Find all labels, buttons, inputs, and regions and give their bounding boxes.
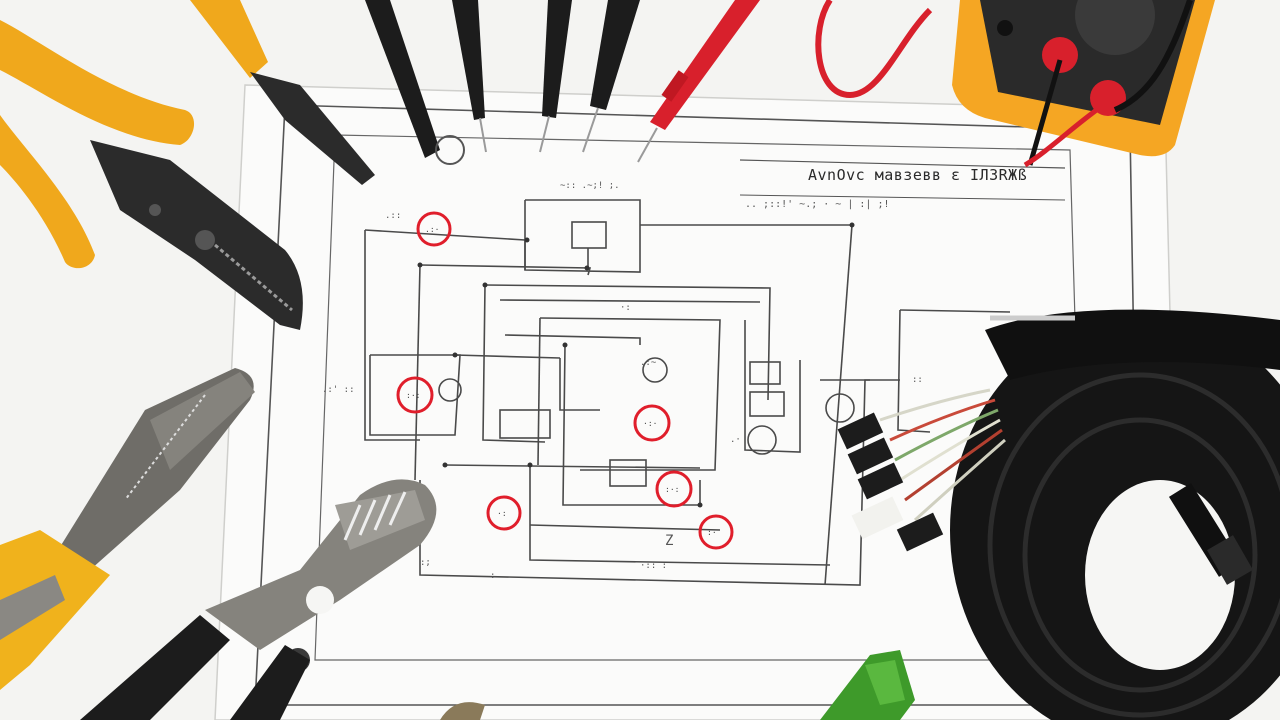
svg-text:·:·: ·:· — [643, 419, 657, 428]
highlight-marker-5 — [486, 495, 522, 531]
red-probe-icon — [637, 0, 933, 163]
crimping-tool-icon — [80, 479, 485, 720]
svg-text:.·: .· — [730, 435, 741, 445]
highlight-marker-2 — [396, 376, 434, 414]
highlight-marker-1 — [416, 211, 452, 247]
svg-text::·: :· — [707, 528, 717, 537]
circuit-wiring — [364, 199, 1011, 586]
black-probes-icon — [365, 0, 640, 165]
highlight-markers — [396, 211, 734, 550]
svg-text:·:: ·: — [497, 509, 507, 518]
cable-coil-icon — [950, 309, 1280, 720]
yellow-pliers-icon — [0, 0, 375, 330]
svg-text:.:' ::: .:' :: — [322, 385, 355, 395]
svg-text:Z: Z — [665, 533, 673, 549]
multimeter-icon — [952, 0, 1215, 168]
wire-stripper-icon — [0, 368, 255, 690]
svg-text::·:: :·: — [406, 391, 420, 400]
svg-text:.. ;::!' ~.; · ~ | :| ;!: .. ;::!' ~.; · ~ | :| ;! — [745, 199, 890, 210]
schematic-title: AvnOvc мавзевв ε ΙЛЗRЖß — [808, 166, 1027, 184]
highlight-marker-3 — [633, 404, 671, 442]
svg-text:.:·: .:· — [425, 225, 439, 234]
svg-text::;: :; — [420, 558, 431, 568]
green-connector-icon — [820, 650, 915, 720]
svg-text:.:~: .:~ — [640, 358, 657, 368]
svg-text:·:: ·: — [620, 303, 631, 313]
svg-text:.::: .:: — [385, 211, 401, 221]
svg-text:·:: :: ·:: : — [640, 561, 667, 571]
title-block: AvnOvc мавзевв ε ΙЛЗRЖß .. ;::!' ~.; · ~… — [385, 159, 1066, 221]
svg-text:::: :: — [912, 375, 923, 385]
svg-text::·:: :·: — [665, 485, 679, 494]
schematic-labels: .:' :: ·: .:~ :; ·:: : : .· :: Z — [322, 303, 923, 581]
schematic-sheet: AvnOvc мавзевв ε ΙЛЗRЖß .. ;::!' ~.; · ~… — [214, 84, 1181, 720]
svg-text:~:: .~;! ;.: ~:: .~;! ;. — [560, 181, 620, 191]
highlight-marker-4 — [655, 470, 693, 508]
circuit-nodes — [417, 222, 855, 508]
highlight-marker-6 — [698, 514, 734, 550]
wire-bundle-icon — [837, 388, 1006, 552]
svg-text::: : — [490, 571, 495, 581]
